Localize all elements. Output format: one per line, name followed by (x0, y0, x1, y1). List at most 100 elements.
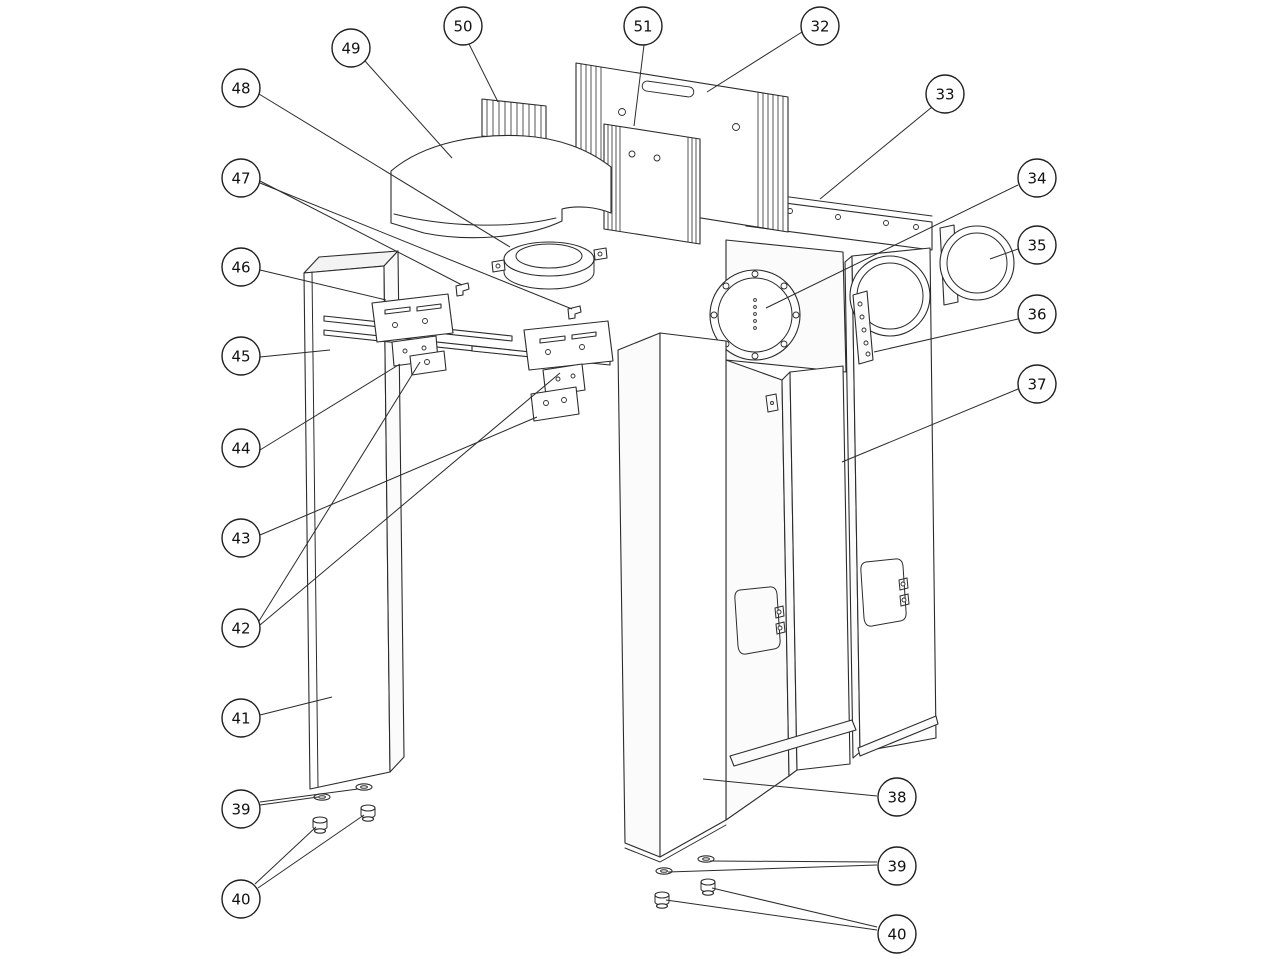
callout-40-left: 40 (221, 879, 261, 919)
callout-number: 43 (231, 530, 250, 548)
part-clips (455, 282, 582, 320)
callout-50: 50 (443, 6, 483, 46)
callout-number: 40 (231, 891, 250, 909)
part-middle-column (617, 332, 727, 863)
callout-39-left: 39 (221, 789, 261, 829)
part-washers-left (313, 783, 373, 801)
callout-number: 38 (887, 789, 906, 807)
callout-circle (443, 6, 483, 46)
callout-number: 46 (231, 259, 250, 277)
callout-36: 36 (1017, 294, 1057, 334)
callout-circle (623, 6, 663, 46)
callout-circle (221, 608, 261, 648)
callout-47: 47 (221, 158, 261, 198)
callout-40-right: 40 (877, 914, 917, 954)
callout-number: 42 (231, 620, 250, 638)
leader-line (259, 269, 387, 301)
callout-circle (221, 698, 261, 738)
callout-number: 33 (935, 86, 954, 104)
back-wall-door-cutout (734, 586, 786, 655)
callout-number: 50 (453, 18, 472, 36)
callout-number: 47 (231, 170, 250, 188)
callout-circle (925, 74, 965, 114)
callout-circle (800, 6, 840, 46)
callout-44: 44 (221, 428, 261, 468)
leader-line (709, 860, 878, 863)
callout-37: 37 (1017, 364, 1057, 404)
part-finned-panel-inner (603, 123, 701, 245)
part-collar (491, 241, 608, 290)
callout-51: 51 (623, 6, 663, 46)
part-left-column (303, 250, 405, 790)
callout-circle (221, 68, 261, 108)
leader-line (711, 887, 878, 928)
callout-circle (221, 336, 261, 376)
part-base-plates (729, 715, 939, 767)
leader-line (702, 778, 878, 797)
callout-33: 33 (925, 74, 965, 114)
callout-number: 48 (231, 80, 250, 98)
callout-46: 46 (221, 247, 261, 287)
callout-number: 37 (1027, 376, 1046, 394)
callout-number: 49 (341, 40, 360, 58)
callout-number: 32 (810, 18, 829, 36)
callout-circle (221, 518, 261, 558)
callout-number: 39 (231, 801, 250, 819)
part-curved-cover (390, 134, 612, 239)
leader-line (254, 826, 317, 885)
callout-circle (1017, 158, 1057, 198)
callout-38: 38 (877, 777, 917, 817)
callout-number: 36 (1027, 306, 1046, 324)
callout-number: 51 (633, 18, 652, 36)
leader-line (364, 60, 453, 159)
callout-39-right: 39 (877, 846, 917, 886)
right-column-door-cutout (860, 558, 910, 627)
callout-circle (331, 28, 371, 68)
leader-line (259, 416, 538, 536)
leader-line (633, 44, 645, 127)
callout-42: 42 (221, 608, 261, 648)
leader-line (665, 899, 878, 931)
callout-number: 34 (1027, 170, 1046, 188)
callout-49: 49 (331, 28, 371, 68)
callout-circle (221, 247, 261, 287)
callout-41: 41 (221, 698, 261, 738)
leader-line (667, 864, 878, 873)
callout-circle (221, 428, 261, 468)
callout-number: 40 (887, 926, 906, 944)
leader-line (819, 106, 933, 200)
part-right-ring (939, 224, 1015, 306)
leader-line (259, 349, 331, 358)
leader-line (259, 363, 401, 451)
leader-line (259, 372, 561, 626)
leader-line (259, 182, 573, 310)
callout-circle (221, 879, 261, 919)
callout-45: 45 (221, 336, 261, 376)
callout-number: 45 (231, 348, 250, 366)
callout-circle (1017, 225, 1057, 265)
callout-circle (1017, 364, 1057, 404)
part-right-column (844, 247, 937, 759)
part-bolts-middle (654, 878, 716, 909)
callout-43: 43 (221, 518, 261, 558)
callout-number: 35 (1027, 237, 1046, 255)
part-top-beam (745, 191, 933, 251)
leader-line (259, 796, 319, 806)
leader-line (259, 788, 359, 803)
leader-line (259, 180, 463, 286)
callout-48: 48 (221, 68, 261, 108)
callout-number: 41 (231, 710, 250, 728)
callout-circle (877, 846, 917, 886)
callout-34: 34 (1017, 158, 1057, 198)
leader-line (468, 43, 499, 103)
callout-circle (877, 914, 917, 954)
part-rear-column (781, 365, 851, 777)
callout-circle (1017, 294, 1057, 334)
part-bracket-left (371, 293, 454, 376)
callout-circle (877, 777, 917, 817)
leader-line (765, 184, 1019, 309)
part-bolts-left (312, 804, 376, 834)
callout-number: 39 (887, 858, 906, 876)
